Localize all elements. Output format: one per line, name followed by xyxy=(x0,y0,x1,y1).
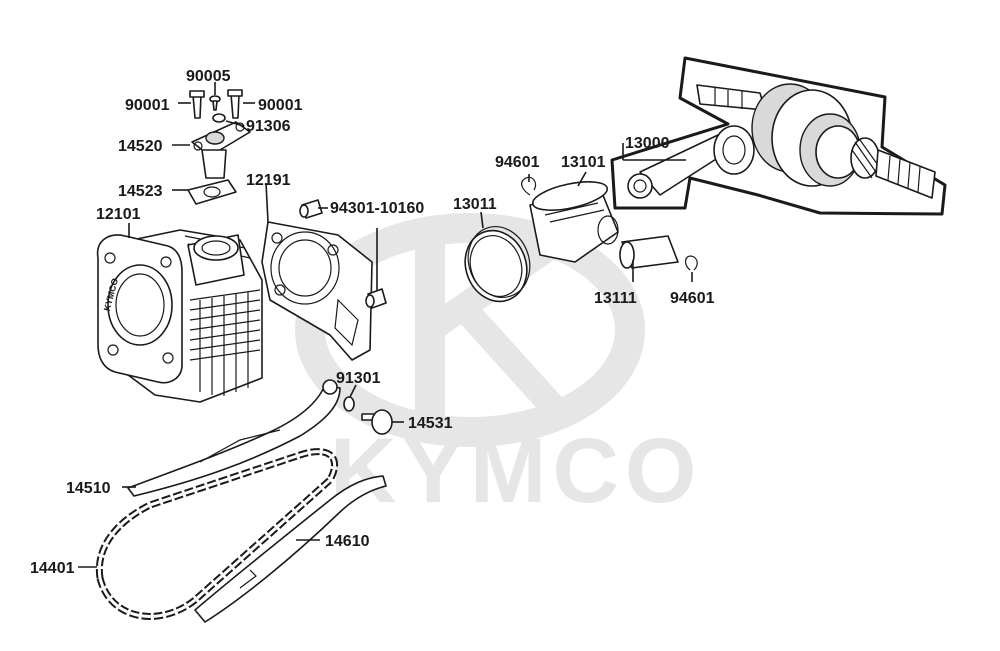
label-14520: 14520 xyxy=(118,138,163,155)
label-12191: 12191 xyxy=(246,172,291,189)
label-13101: 13101 xyxy=(561,154,606,171)
tensioner-screw[interactable] xyxy=(209,95,221,111)
label-90005: 90005 xyxy=(186,68,231,85)
label-12101: 12101 xyxy=(96,206,141,223)
label-91306: 91306 xyxy=(246,118,291,135)
label-14523: 14523 xyxy=(118,183,163,200)
piston-ring-set[interactable] xyxy=(455,218,539,310)
label-94601-left: 94601 xyxy=(495,154,540,171)
part-labels: 90005 90001 90001 91306 14520 14523 1210… xyxy=(30,68,715,577)
o-ring-small[interactable] xyxy=(343,396,355,412)
label-90001-right: 90001 xyxy=(258,97,303,114)
bolt-left[interactable] xyxy=(189,90,205,119)
tensioner-gasket[interactable] xyxy=(187,179,237,205)
dowel-pin-lower[interactable] xyxy=(365,288,387,309)
label-94601-right: 94601 xyxy=(670,290,715,307)
piston-pin[interactable] xyxy=(619,235,679,269)
label-94301-10160: 94301-10160 xyxy=(330,200,424,217)
label-14531: 14531 xyxy=(408,415,453,432)
dowel-pin-upper[interactable] xyxy=(299,199,323,219)
cam-chain-tensioner-arm[interactable] xyxy=(127,379,341,497)
label-13011: 13011 xyxy=(453,196,497,213)
crankshaft-assembly[interactable] xyxy=(610,56,947,216)
piston[interactable] xyxy=(529,176,619,263)
label-14610: 14610 xyxy=(325,533,370,550)
cam-chain[interactable] xyxy=(95,448,339,620)
label-14510: 14510 xyxy=(66,480,111,497)
piston-pin-clip-left[interactable] xyxy=(521,176,537,196)
piston-pin-clip-right[interactable] xyxy=(684,255,698,271)
label-13000: 13000 xyxy=(625,135,670,152)
cam-chain-tensioner-lifter[interactable] xyxy=(191,121,251,179)
cam-chain-guide[interactable] xyxy=(194,475,387,623)
cylinder[interactable]: KYMCO xyxy=(96,229,263,403)
bolt-right[interactable] xyxy=(227,89,243,119)
leader-lines xyxy=(78,82,693,568)
kymco-watermark: KYMCO xyxy=(295,213,702,522)
watermark-text: KYMCO xyxy=(330,420,702,522)
label-13111: 13111 xyxy=(594,290,637,307)
label-90001-left: 90001 xyxy=(125,97,170,114)
cylinder-gasket[interactable] xyxy=(261,221,373,361)
label-91301: 91301 xyxy=(336,370,381,387)
label-14401: 14401 xyxy=(30,560,75,577)
o-ring[interactable] xyxy=(212,113,226,123)
